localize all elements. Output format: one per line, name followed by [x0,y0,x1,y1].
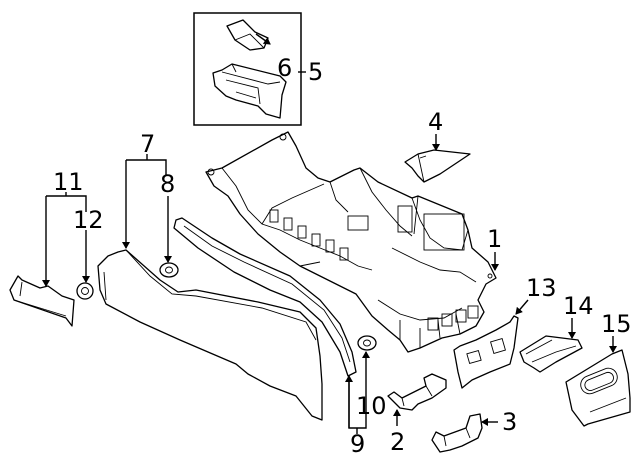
bracket-right [431,413,483,453]
small-cover-plate [404,149,471,183]
callout-2: 2 [390,428,405,456]
rear-panel [453,315,519,389]
callout-3: 3 [502,408,517,436]
bracket-left [387,373,447,411]
callout-13: 13 [526,274,557,302]
callout-4: 4 [428,108,443,136]
leader-lines [42,33,617,434]
callout-10: 10 [356,392,387,420]
callout-9: 9 [350,430,365,458]
callout-6: 6 [277,54,292,82]
callout-11: 11 [53,168,84,196]
callout-14: 14 [563,292,594,320]
trim-strip [173,217,357,377]
clip-upper [159,262,179,278]
clip-lower [357,335,377,351]
console-base [205,131,497,353]
callout-12: 12 [73,206,104,234]
callout-15: 15 [601,310,632,338]
storage-tray [212,63,287,119]
callout-7: 7 [140,130,155,158]
callouts: 1 2 3 4 5 6 7 8 9 10 11 12 13 14 15 [53,54,632,458]
inset-box [193,12,302,126]
callout-8: 8 [160,170,175,198]
console-side-panel [97,249,323,421]
callout-1: 1 [487,225,502,253]
callout-5: 5 [308,58,323,86]
clip-left [76,282,94,300]
side-trim [9,275,75,327]
